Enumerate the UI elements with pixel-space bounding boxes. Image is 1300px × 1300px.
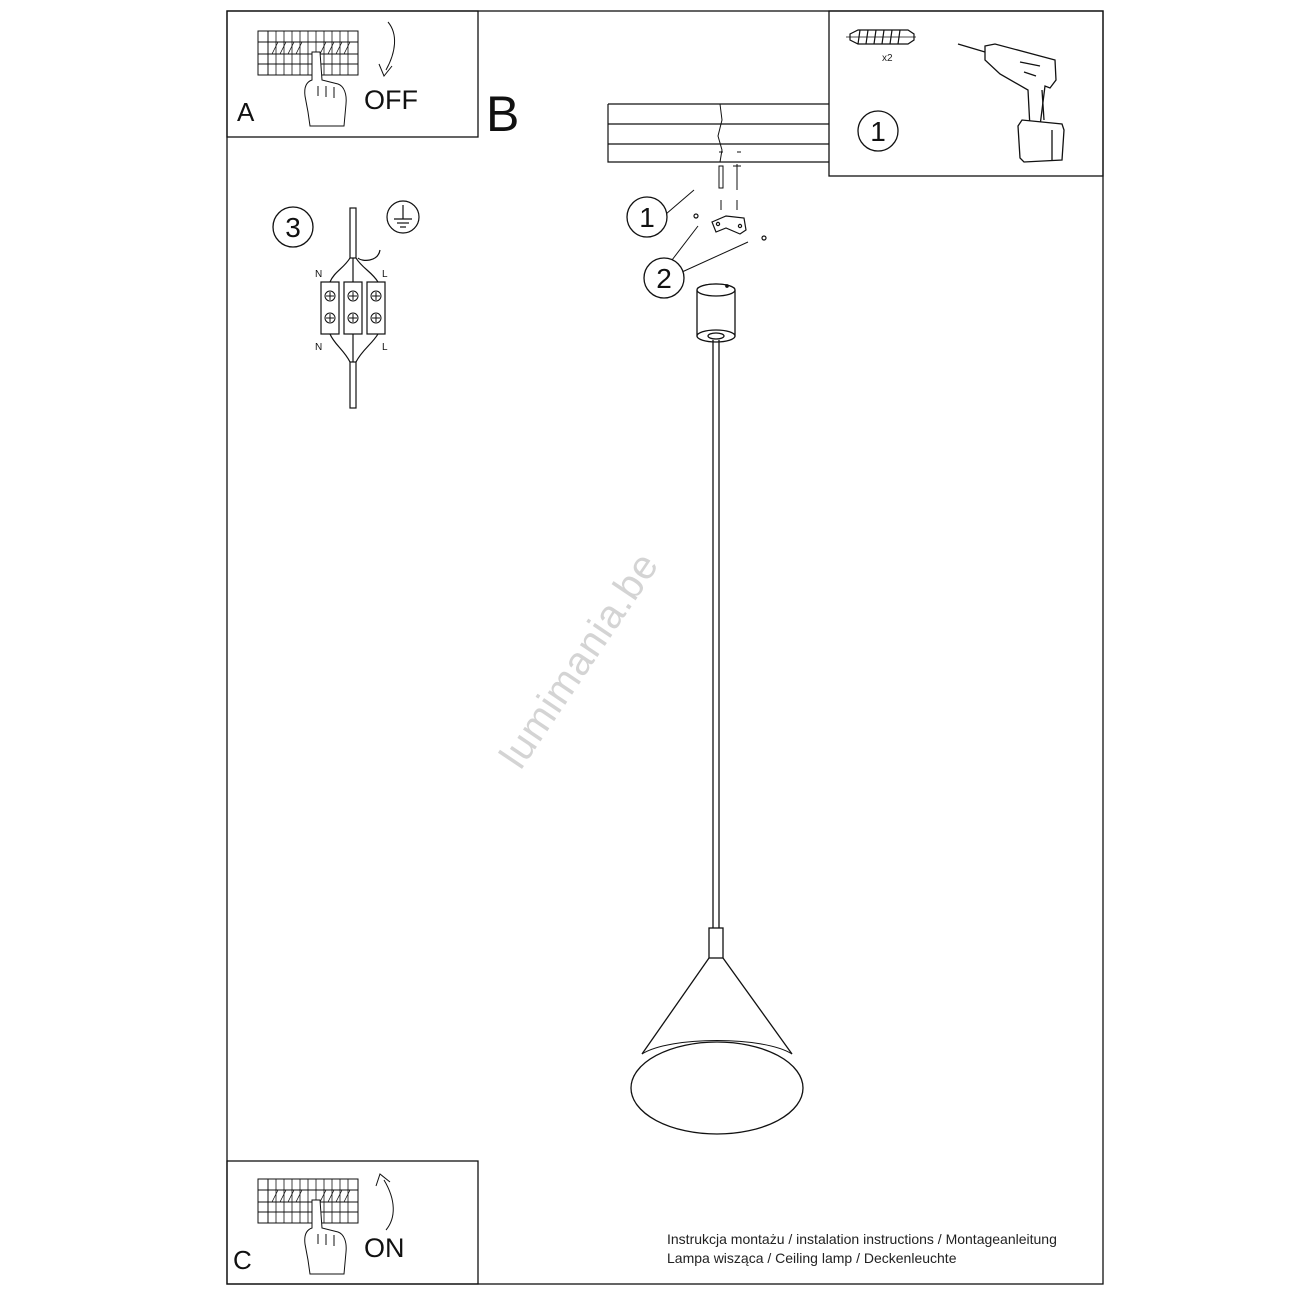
callout-circle-1-ceiling <box>626 196 668 238</box>
breaker-panel-on-icon <box>257 1173 394 1275</box>
wiring-diagram <box>320 207 386 409</box>
page-frame <box>226 10 1104 1285</box>
wire-n-label-bottom: N <box>315 342 322 353</box>
wire-n-label-top: N <box>315 269 322 280</box>
mounting-bracket-icon <box>693 213 767 241</box>
footer-line-1: Instrukcja montażu / instalation instruc… <box>667 1231 1057 1247</box>
wall-plug-icon <box>846 29 916 45</box>
callout-number-1-tools: 1 <box>870 116 886 147</box>
earth-symbol-icon <box>386 200 420 234</box>
panel-a-box <box>226 10 479 138</box>
callout-number-1-ceiling: 1 <box>639 202 655 233</box>
callout-number-3: 3 <box>285 212 301 243</box>
tools-box <box>828 10 1104 177</box>
off-label: OFF <box>364 85 418 115</box>
callout-number-2: 2 <box>656 263 672 294</box>
screws-and-plugs-icon <box>718 151 741 210</box>
step-b-label: B <box>486 86 520 142</box>
step-a-label: A <box>237 97 255 127</box>
footer-caption: Instrukcja montażu / instalation instruc… <box>667 1230 1057 1268</box>
wire-l-label-bottom: L <box>382 342 388 353</box>
pendant-lamp-illustration <box>630 283 804 1135</box>
wire-l-label-top: L <box>382 269 388 280</box>
drill-icon <box>957 43 1065 163</box>
on-label: ON <box>364 1233 405 1263</box>
callout-leaders <box>665 189 749 273</box>
callout-circle-3 <box>272 206 314 248</box>
footer-line-2: Lampa wisząca / Ceiling lamp / Deckenleu… <box>667 1250 957 1266</box>
callout-circle-2 <box>643 257 685 299</box>
breaker-panel-off-icon <box>257 21 395 127</box>
panel-c-box <box>226 1160 479 1285</box>
ceiling-section <box>607 103 829 163</box>
callout-circle-1-tools <box>857 110 899 152</box>
step-c-label: C <box>233 1245 252 1275</box>
dowel-quantity: x2 <box>882 53 893 64</box>
